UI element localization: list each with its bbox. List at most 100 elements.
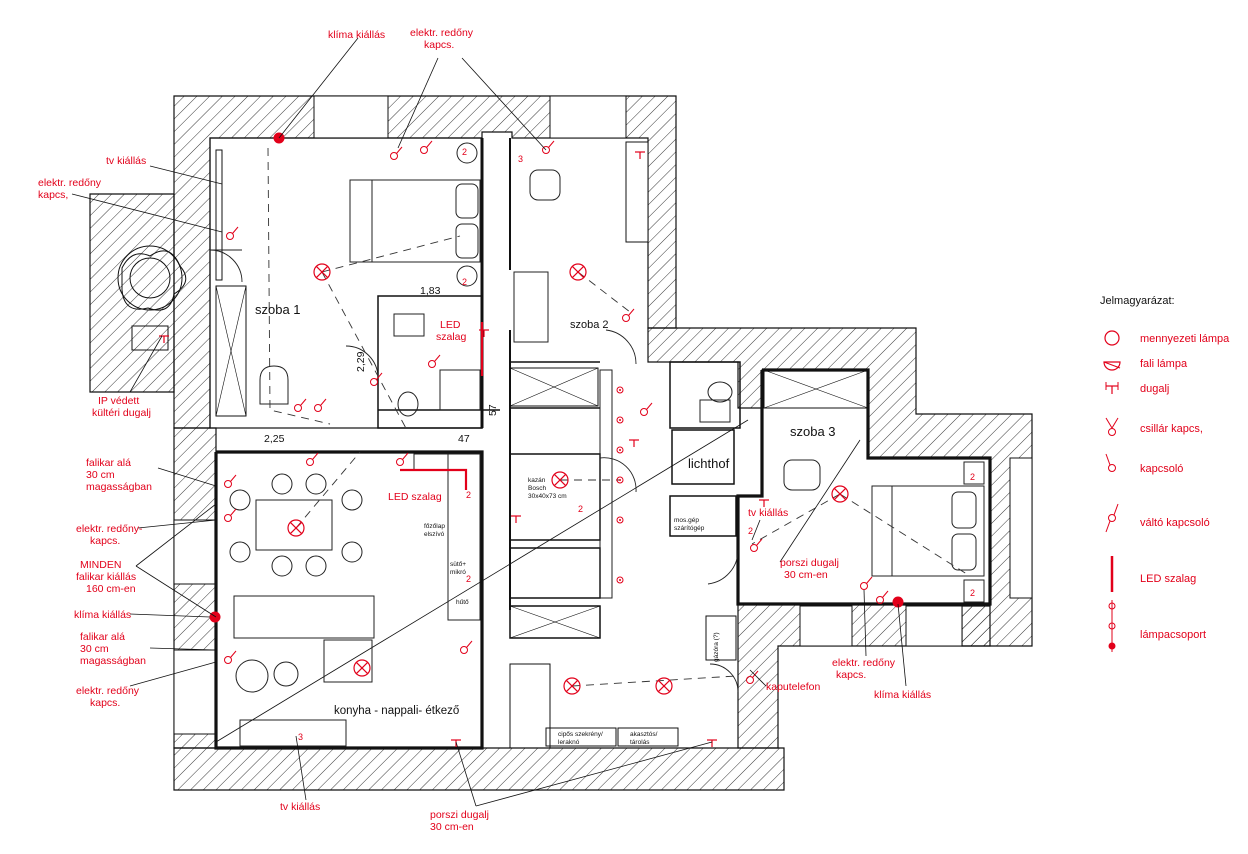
annot-minden-3: 160 cm-en <box>86 583 136 595</box>
svg-text:leraknó: leraknó <box>558 739 580 746</box>
dim-225: 2,25 <box>264 433 285 445</box>
lamp-group-icon <box>1108 600 1116 652</box>
annot-klima-left: klíma kiállás <box>74 609 131 621</box>
annot-porszi-right-1: porszi dugalj <box>780 557 839 569</box>
ceiling-lamp-icon <box>1104 330 1120 346</box>
annot-falikar1-1: falikar alá <box>86 457 131 469</box>
dim-47: 47 <box>458 433 470 445</box>
heavy-outlines <box>214 368 992 750</box>
klima-dot-left <box>209 611 221 623</box>
annot-tv-left: tv kiállás <box>106 155 146 167</box>
annot-redony-mid-2: kapcs. <box>90 535 120 547</box>
room-label-szoba3: szoba 3 <box>790 424 836 439</box>
annot-redony-left-1: elektr. redőny <box>38 177 102 189</box>
svg-text:2: 2 <box>578 504 583 514</box>
svg-text:tárolás: tárolás <box>630 739 650 746</box>
annot-redony-top-2: kapcs. <box>424 39 454 51</box>
svg-text:2: 2 <box>462 277 467 287</box>
svg-text:30x40x73 cm: 30x40x73 cm <box>528 493 567 500</box>
svg-text:kazán: kazán <box>528 477 546 484</box>
legend-label-5: váltó kapcsoló <box>1140 517 1210 529</box>
svg-text:2: 2 <box>748 526 753 536</box>
svg-text:akasztós/: akasztós/ <box>630 731 658 738</box>
annot-redony-right-1: elektr. redőny <box>832 657 896 669</box>
svg-text:2: 2 <box>970 588 975 598</box>
annot-ip-2: kültéri dugalj <box>92 407 151 419</box>
svg-text:hűtő: hűtő <box>456 599 469 606</box>
annot-redony-right-2: kapcs. <box>836 669 866 681</box>
svg-text:elszívó: elszívó <box>424 531 445 538</box>
svg-text:mikró: mikró <box>450 569 466 576</box>
annot-redony-mid-1: elektr. redőny- <box>76 523 143 535</box>
legend-label-3: csillár kapcs, <box>1140 423 1203 435</box>
inner-walls <box>209 137 869 749</box>
svg-text:főzőlap: főzőlap <box>424 523 445 530</box>
annot-falikar2-2: 30 cm <box>80 643 109 655</box>
annot-led-bath-1: LED <box>440 319 461 331</box>
svg-text:2: 2 <box>970 472 975 482</box>
legend: Jelmagyarázat: mennyezeti lámpa fali lám… <box>1100 295 1230 652</box>
svg-text:mos.gép: mos.gép <box>674 517 699 524</box>
switches <box>224 140 889 684</box>
svg-text:sütő+: sütő+ <box>450 561 466 568</box>
sockets <box>158 151 770 748</box>
annot-redony-top-1: elektr. redőny <box>410 27 474 39</box>
socket-icon <box>1105 382 1119 394</box>
legend-title: Jelmagyarázat: <box>1100 295 1175 307</box>
annot-klima-right: klíma kiállás <box>874 689 931 701</box>
legend-label-2: dugalj <box>1140 383 1169 395</box>
chandelier-switch-icon <box>1105 417 1119 436</box>
annot-kaputelefon: kaputelefon <box>766 681 820 693</box>
lamp-groups <box>616 386 624 584</box>
walls <box>89 95 1033 791</box>
svg-text:2: 2 <box>466 574 471 584</box>
annot-ip-1: IP védett <box>98 395 139 407</box>
annot-minden-1: MINDEN <box>80 559 121 571</box>
annot-falikar1-3: magasságban <box>86 481 152 493</box>
svg-text:3: 3 <box>298 732 303 742</box>
annot-falikar2-1: falikar alá <box>80 631 125 643</box>
annot-redony-left-2: kapcs, <box>38 189 68 201</box>
dim-229: 2,29 <box>355 351 367 372</box>
room-labels: szoba 1 szoba 2 szoba 3 lichthof konyha … <box>255 302 836 717</box>
led-strips <box>400 322 484 490</box>
door-swings <box>209 249 739 693</box>
annot-led-bath-2: szalag <box>436 331 467 343</box>
furniture <box>229 142 985 747</box>
svg-text:szárítógép: szárítógép <box>674 525 705 532</box>
svg-text:2: 2 <box>466 490 471 500</box>
legend-label-7: lámpacsoport <box>1140 629 1206 641</box>
annot-tv-bottom: tv kiállás <box>280 801 320 813</box>
klima-dot-right <box>892 596 904 608</box>
plant <box>117 245 187 351</box>
annot-porszi-right-2: 30 cm-en <box>784 569 828 581</box>
switch-icon <box>1105 453 1116 472</box>
svg-text:cipős szekrény/: cipős szekrény/ <box>558 731 603 738</box>
annot-klima-top: klíma kiállás <box>328 29 385 41</box>
outlet-markers: 2 2 3 2 2 2 2 2 2 3 <box>298 147 975 742</box>
annot-led-kitchen: LED szalag <box>388 491 442 503</box>
svg-text:gázóra (?): gázóra (?) <box>713 632 720 662</box>
annot-porszi-bottom-2: 30 cm-en <box>430 821 474 833</box>
annot-redony-low-1: elektr. redőny <box>76 685 140 697</box>
dim-183: 1,83 <box>420 285 441 297</box>
annot-tv-right: tv kiállás <box>748 507 788 519</box>
leader-lines <box>71 37 907 807</box>
room-label-lichthof: lichthof <box>688 456 730 471</box>
dim-57: 57 <box>487 404 499 416</box>
annot-minden-2: falikar kiállás <box>76 571 136 583</box>
wall-lamp-icon <box>1103 361 1121 371</box>
dimensions: 1,83 2,29 2,25 47 57 <box>264 285 499 445</box>
annot-porszi-bottom-1: porszi dugalj <box>430 809 489 821</box>
legend-label-6: LED szalag <box>1140 573 1196 585</box>
svg-text:Bosch: Bosch <box>528 485 546 492</box>
annot-redony-low-2: kapcs. <box>90 697 120 709</box>
room-label-konyha: konyha - nappali- étkező <box>334 705 459 717</box>
svg-text:2: 2 <box>462 147 467 157</box>
klima-dots <box>209 132 904 623</box>
two-way-switch-icon <box>1105 503 1119 533</box>
svg-text:3: 3 <box>518 154 523 164</box>
legend-label-1: fali lámpa <box>1140 358 1188 370</box>
lighting-circuits <box>267 147 971 687</box>
